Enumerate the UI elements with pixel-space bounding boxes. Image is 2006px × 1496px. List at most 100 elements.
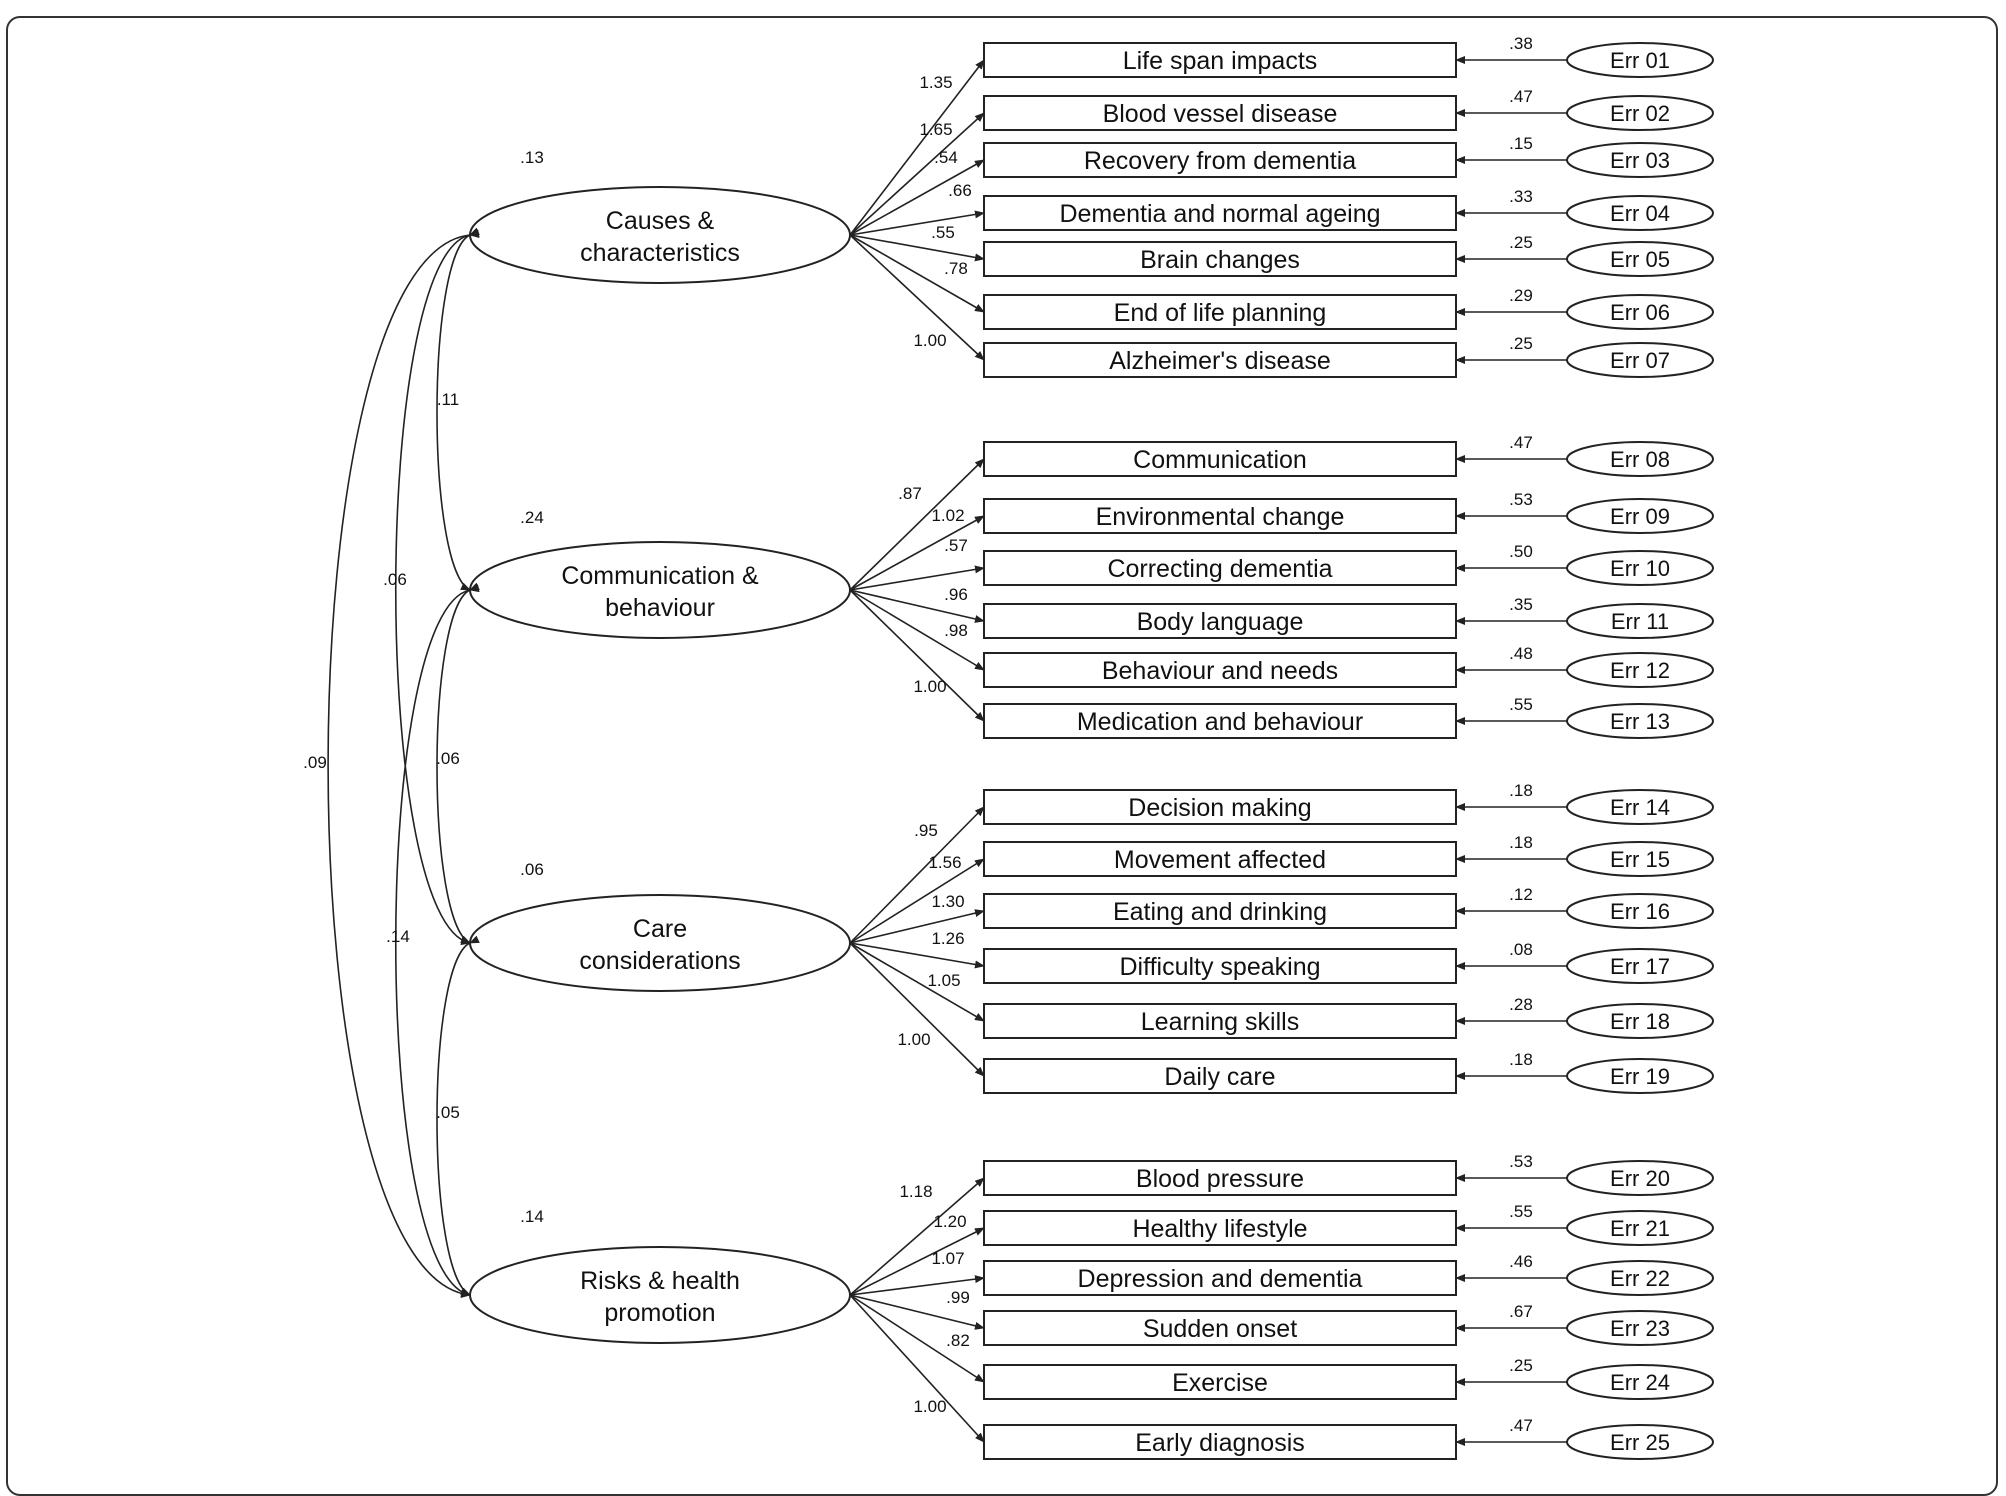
indicator-label: Exercise [1172,1369,1268,1397]
error-term [1566,789,1714,825]
error-variance: .38 [1509,34,1533,53]
error-term [1566,294,1714,330]
indicator-box [983,294,1457,330]
error-label: Err 01 [1610,48,1670,73]
error-variance: .08 [1509,940,1533,959]
factor-loading: 1.07 [931,1249,964,1268]
loading-path [849,589,985,722]
error-variance: .18 [1509,833,1533,852]
factor-loading: 1.00 [913,331,946,350]
loading-path [849,59,985,236]
latent-factor [469,186,851,284]
indicator-box [983,703,1457,739]
indicator-label: Environmental change [1096,503,1345,531]
factor-loading: .99 [946,1288,970,1307]
factor-loading: 1.56 [928,853,961,872]
error-label: Err 24 [1610,1370,1670,1395]
indicator-box [983,342,1457,378]
error-label: Err 06 [1610,300,1670,325]
factor-loading: 1.20 [933,1212,966,1231]
error-variance: .67 [1509,1302,1533,1321]
error-term [1566,1260,1714,1296]
factor-loading: 1.05 [927,971,960,990]
indicator-label: Life span impacts [1123,47,1318,75]
error-term [1566,441,1714,477]
indicator-label: Healthy lifestyle [1132,1215,1307,1243]
error-variance: .46 [1509,1252,1533,1271]
indicator-label: Eating and drinking [1113,898,1327,926]
error-term [1566,241,1714,277]
indicator-label: Blood vessel disease [1103,100,1338,128]
indicator-box [983,603,1457,639]
error-term [1566,948,1714,984]
error-label: Err 19 [1610,1064,1670,1089]
indicator-box [983,441,1457,477]
indicator-box [983,948,1457,984]
loading-path [849,589,985,671]
error-variance: .25 [1509,233,1533,252]
error-label: Err 13 [1610,709,1670,734]
error-variance: .48 [1509,644,1533,663]
loading-path [849,234,985,313]
loading-path [849,515,985,591]
indicator-label: Recovery from dementia [1084,147,1356,175]
error-term [1566,550,1714,586]
indicator-label: Blood pressure [1136,1165,1304,1193]
error-label: Err 07 [1610,348,1670,373]
error-label: Err 09 [1610,504,1670,529]
factor-label: characteristics [580,239,740,267]
factor-loading: .54 [934,148,958,167]
loading-path [849,1294,985,1383]
loading-path [849,565,985,591]
error-label: Err 18 [1610,1009,1670,1034]
error-variance: .25 [1509,334,1533,353]
indicator-label: Alzheimer's disease [1109,347,1331,375]
indicator-box [983,893,1457,929]
indicator-label: Body language [1137,608,1304,636]
error-variance: .15 [1509,134,1533,153]
factor-loading: 1.02 [931,506,964,525]
loading-path [849,806,985,944]
indicator-box [983,1160,1457,1196]
error-term [1566,42,1714,78]
error-label: Err 03 [1610,148,1670,173]
loading-path [849,159,985,236]
covariance-arc [394,584,480,1298]
error-term [1566,893,1714,929]
covariance-arc [327,230,480,1298]
covariance-value: .14 [386,927,410,946]
indicator-label: Learning skills [1141,1008,1299,1036]
error-variance: .18 [1509,1050,1533,1069]
indicator-box [983,1424,1457,1460]
error-term [1566,841,1714,877]
error-variance: .33 [1509,187,1533,206]
error-term [1566,703,1714,739]
error-variance: .18 [1509,781,1533,800]
error-label: Err 16 [1610,899,1670,924]
loading-path [849,1177,985,1296]
loading-path [849,858,985,944]
indicator-box [983,1310,1457,1346]
loading-path [849,942,985,1022]
error-label: Err 21 [1610,1216,1670,1241]
factor-label: considerations [579,947,740,975]
error-label: Err 20 [1610,1166,1670,1191]
indicator-box [983,550,1457,586]
factor-loading: .98 [944,621,968,640]
error-variance: .35 [1509,595,1533,614]
latent-factor [469,894,851,992]
indicator-box [983,789,1457,825]
error-label: Err 12 [1610,658,1670,683]
error-variance: .53 [1509,490,1533,509]
indicator-box [983,1058,1457,1094]
error-variance: .47 [1509,1416,1533,1435]
error-label: Err 25 [1610,1430,1670,1455]
factor-loading: 1.26 [931,929,964,948]
error-term [1566,1310,1714,1346]
indicator-box [983,195,1457,231]
factor-loading: 1.65 [919,120,952,139]
indicator-label: Behaviour and needs [1102,657,1338,685]
loading-path [849,942,985,1077]
loading-path [849,1227,985,1296]
